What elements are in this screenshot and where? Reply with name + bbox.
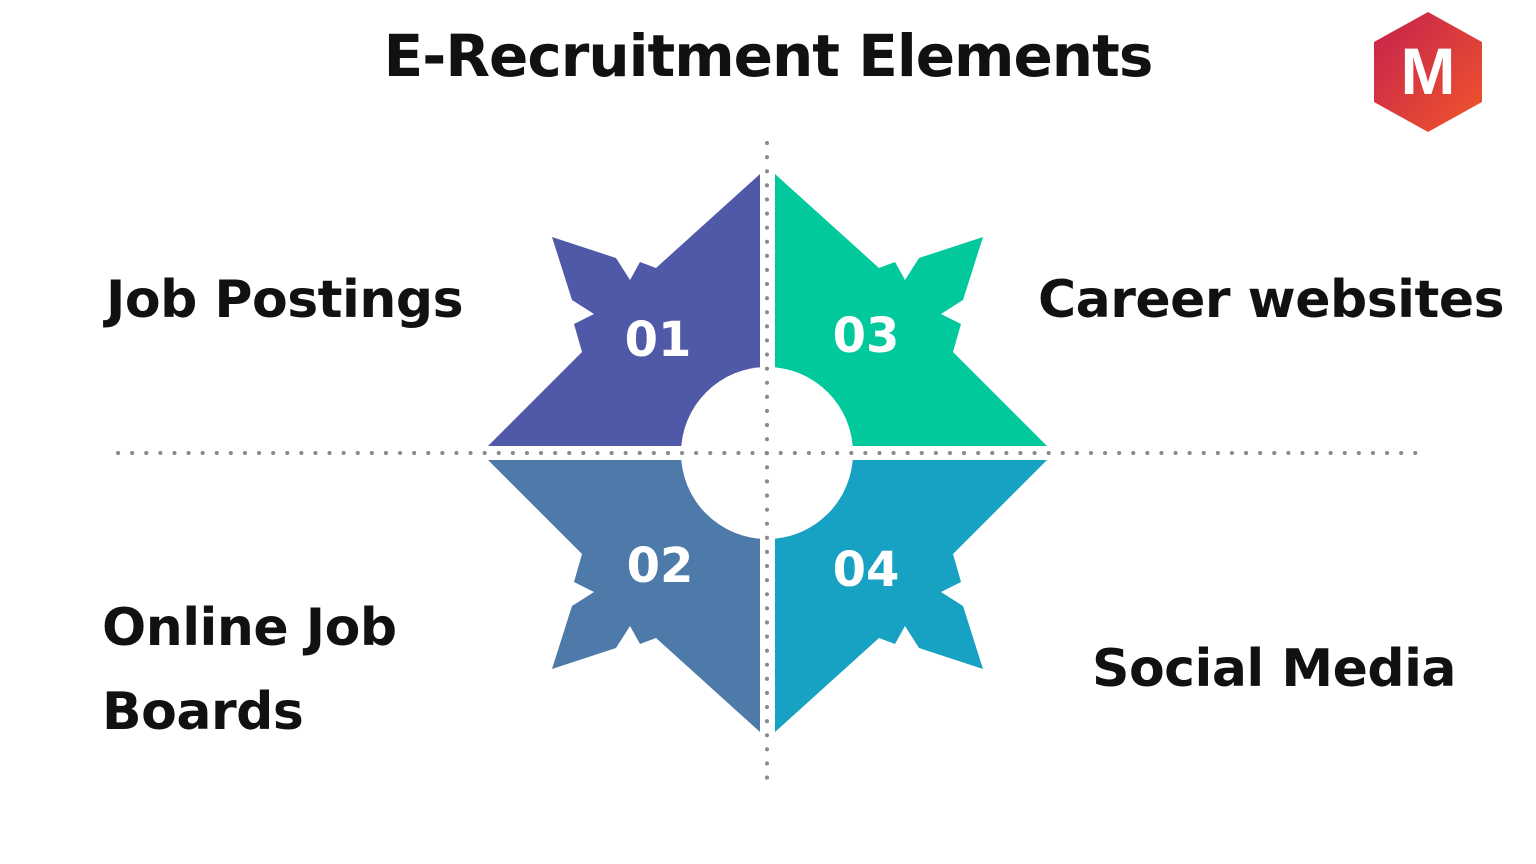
label-job-postings: Job Postings <box>106 270 464 330</box>
label-career-websites: Career websites <box>1038 270 1505 330</box>
brand-logo-icon: M <box>1374 12 1482 132</box>
segment-03-arrow <box>775 174 1047 446</box>
label-online-job-boards: Online Job Boards <box>102 598 397 742</box>
segment-03-number: 03 <box>833 308 900 364</box>
label-social-media: Social Media <box>1092 639 1457 699</box>
segment-02-number: 02 <box>627 538 694 594</box>
logo-letter: M <box>1401 34 1456 108</box>
segment-01-number: 01 <box>625 312 692 368</box>
page-title: E-Recruitment Elements <box>383 22 1154 90</box>
segment-01-arrow <box>488 174 760 446</box>
segment-02-arrow <box>488 460 760 732</box>
segment-04-arrow <box>775 460 1047 732</box>
segment-04-number: 04 <box>833 542 900 598</box>
logo-hexagon <box>1374 12 1482 132</box>
